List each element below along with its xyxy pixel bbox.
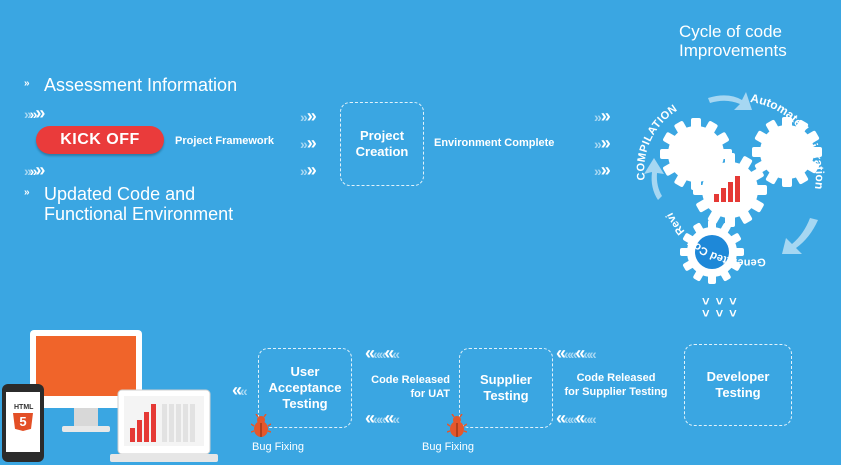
chevron-right-icon: » [24,187,29,198]
bug-fixing-label: Bug Fixing [252,441,304,453]
chevron-left-icon: « « « « « [365,343,400,363]
bug-fixing-label: Bug Fixing [422,441,474,453]
chevron-left-icon: « « [232,380,248,400]
gear-icon [680,220,744,284]
chevron-left-icon: « « « « « « [556,408,597,428]
chevron-left-icon: « « « « « « [556,343,597,363]
chevron-right-icon: » » [594,160,611,180]
cycle-arrow-icon [708,92,752,110]
code-released-supplier-label: Code Released for Supplier Testing [564,372,668,398]
chevron-right-icon: » » [300,106,317,126]
chevron-right-icon: » » » [24,160,45,180]
cycle-title: Cycle of code Improvements [679,22,787,60]
chevron-left-icon: « « « « « [365,408,400,428]
html5-icon: 5 [13,413,33,431]
laptop-icon [110,389,218,462]
chevron-right-icon: » » [300,133,317,153]
devices-illustration [2,330,218,462]
gear-icon [660,118,732,190]
cycle-arrow-icon [782,218,818,254]
code-released-uat-label: Code Released for UAT [371,374,450,400]
cycle-arrow-icon [644,158,664,200]
updated-code-label: Updated Code and Functional Environment [44,184,234,224]
monitor-icon [30,330,142,432]
kickoff-label: KICK OFF [60,131,140,148]
gear-icon [752,117,822,187]
chevron-right-icon: » » [300,160,317,180]
bar-chart-icon [714,176,740,202]
chevron-right-icon: » » » [24,103,45,123]
chevron-down-icon: ˅˅˅˅˅˅ [702,294,743,321]
environment-complete-label: Environment Complete [434,137,555,149]
bar-chart-icon [130,404,156,442]
bug-icon [447,414,467,437]
code-cycle-graphic: COMPILATION Automated migration Generate… [600,70,827,284]
project-framework-label: Project Framework [175,135,275,147]
chevron-right-icon: » [24,78,29,89]
assessment-info-label: Assessment Information [44,75,238,95]
chevron-right-icon: » » [594,106,611,126]
html5-badge: HTML [14,404,34,411]
chevron-right-icon: » » [594,133,611,153]
kickoff-button[interactable]: KICK OFF [36,126,164,154]
bug-icon [251,414,271,437]
